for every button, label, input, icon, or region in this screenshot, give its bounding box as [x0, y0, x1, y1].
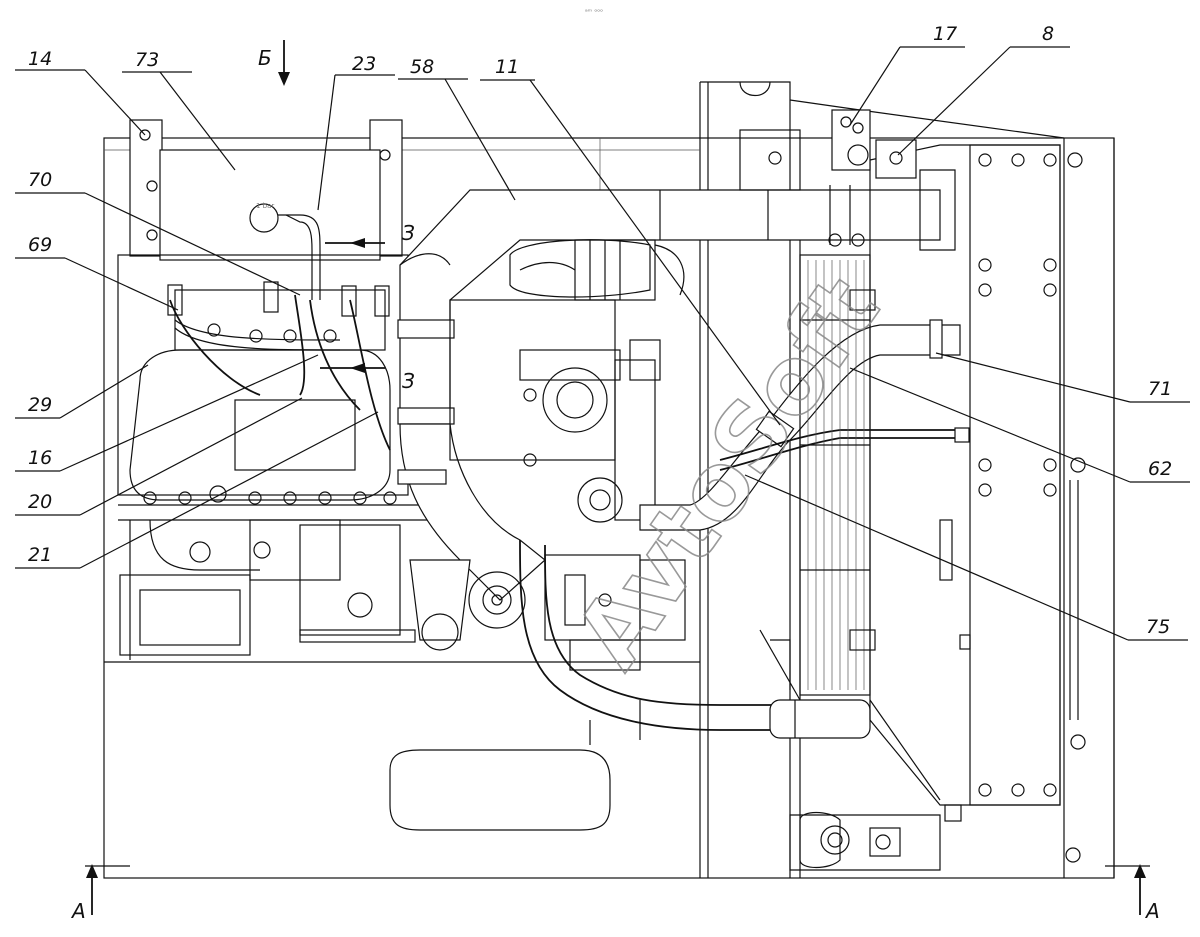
intake-pipe	[397, 185, 941, 651]
section-letters: Б З З А А	[70, 46, 1160, 923]
bracing	[759, 629, 941, 801]
engine-block	[117, 254, 440, 660]
callout-14: 14	[28, 48, 52, 70]
callout-8: 8	[1042, 23, 1054, 45]
callout-70: 70	[28, 169, 52, 191]
bottom-mount	[789, 804, 962, 871]
callout-71: 71	[1148, 378, 1172, 400]
callout-17: 17	[933, 23, 957, 45]
callout-29: 29	[28, 394, 52, 416]
callout-69: 69	[28, 234, 52, 256]
expansion-tank: 1 bar	[159, 149, 381, 300]
callout-20: 20	[28, 491, 52, 513]
callout-labels: 14 73 23 58 11 17 8 70 69 29 16 20 21 71…	[28, 23, 1172, 638]
callout-62: 62	[1148, 458, 1172, 480]
callout-73: 73	[135, 49, 159, 71]
section-a-right: А	[1144, 899, 1160, 923]
callout-16: 16	[28, 447, 52, 469]
top-mount	[739, 99, 1065, 247]
leader-lines	[15, 46, 1190, 641]
callout-21: 21	[28, 544, 52, 566]
section-a-left: А	[70, 899, 86, 923]
callout-11: 11	[495, 56, 519, 78]
section-3-upper: З	[402, 221, 415, 245]
front-drive	[449, 299, 686, 671]
turbocharger	[509, 239, 685, 301]
section-markers	[85, 40, 1150, 915]
callout-58: 58	[410, 56, 434, 78]
view-b-label: Б	[258, 46, 272, 70]
cap-label: 1 bar	[256, 202, 274, 210]
radiator-core	[799, 254, 876, 696]
callout-23: 23	[352, 53, 376, 75]
lower-hoses	[389, 539, 871, 831]
page-marker: ᵃᵐ ᵒᵒᵒ	[585, 8, 603, 16]
radiator-tank	[869, 144, 1086, 863]
callout-75: 75	[1146, 616, 1170, 638]
section-3-lower: З	[402, 369, 415, 393]
